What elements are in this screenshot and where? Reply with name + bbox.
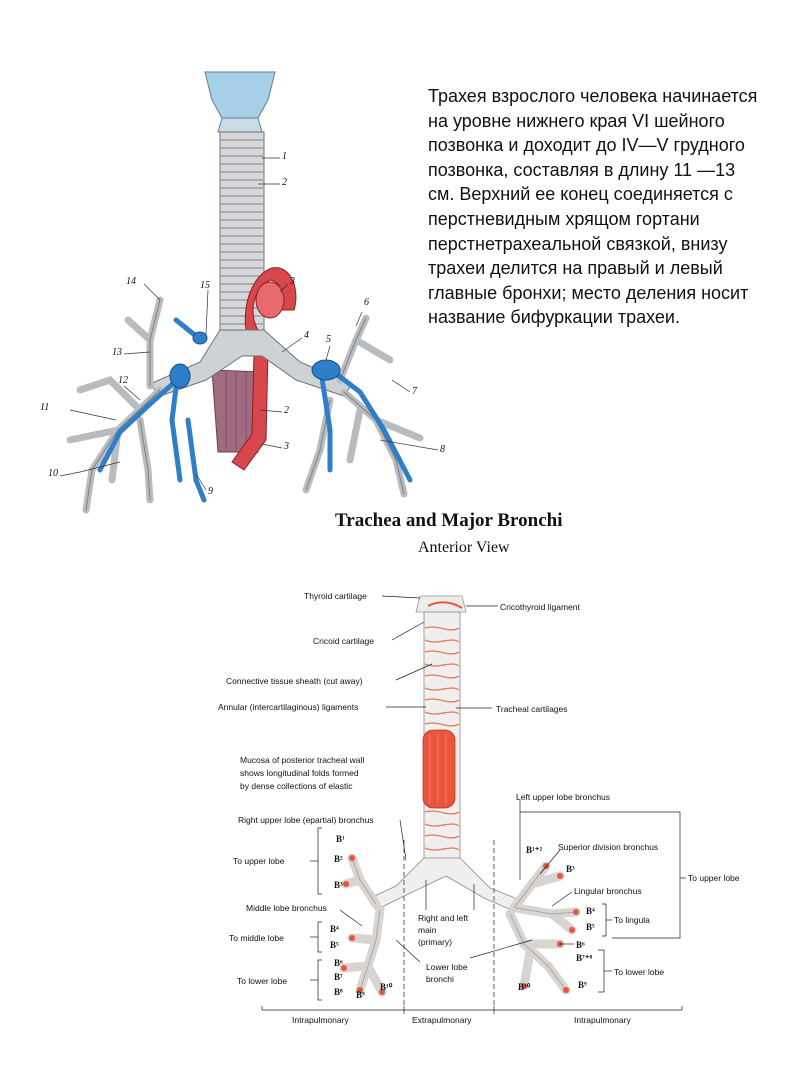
fig1-number-3b: 3 — [284, 441, 289, 452]
segment-r-b10: B¹⁰ — [380, 982, 393, 992]
segment-l-b6: B⁶ — [576, 940, 585, 950]
label-main-bronchi-2: main — [418, 925, 437, 935]
label-left-upper-lobe-bronchus: Left upper lobe bronchus — [516, 792, 611, 802]
fig1-number-3: 3 — [290, 276, 295, 287]
fig1-number-13: 13 — [112, 347, 122, 358]
figure-title: Trachea and Major Bronchi — [335, 510, 563, 531]
fig1-number-10: 10 — [48, 468, 58, 479]
label-superior-division-bronchus: Superior division bronchus — [558, 842, 659, 852]
segment-l-b10: B¹⁰ — [518, 982, 531, 992]
segment-l-b1-2: B¹⁺² — [526, 845, 543, 855]
fig1-number-6: 6 — [364, 297, 369, 308]
segment-l-b9: B⁹ — [578, 980, 587, 990]
fig1-number-14: 14 — [126, 276, 136, 287]
label-mucosa-2: shows longitudinal folds formed — [240, 768, 359, 778]
label-main-bronchi-3: (primary) — [418, 937, 452, 947]
label-tracheal-cartilages: Tracheal cartilages — [496, 704, 568, 714]
fig1-number-4: 4 — [304, 330, 309, 341]
label-middle-lobe-bronchus: Middle lobe bronchus — [246, 903, 327, 913]
label-to-upper-lobe-left: To upper lobe — [688, 873, 740, 883]
segment-l-b5: B⁵ — [586, 922, 595, 932]
segment-l-b7-8: B⁷⁺⁸ — [576, 953, 593, 963]
label-connective-sheath: Connective tissue sheath (cut away) — [226, 676, 363, 686]
label-mucosa-3: by dense collections of elastic — [240, 781, 353, 791]
label-cricothyroid-ligament: Cricothyroid ligament — [500, 602, 580, 612]
label-lower-lobe-bronchi-2: bronchi — [426, 974, 454, 984]
fig1-number-11: 11 — [40, 402, 50, 413]
trachea-description: Трахея взрослого человека начинается на … — [428, 86, 758, 328]
label-to-middle-lobe: To middle lobe — [229, 933, 284, 943]
label-to-lower-lobe-right: To lower lobe — [237, 976, 288, 986]
fig1-number-5: 5 — [326, 334, 331, 345]
segment-r-b5: B⁵ — [330, 940, 339, 950]
label-to-upper-lobe-right: To upper lobe — [233, 856, 285, 866]
fig1-number-15: 15 — [200, 280, 210, 291]
label-intrapulmonary-left: Intrapulmonary — [574, 1015, 631, 1025]
label-to-lower-lobe-left: To lower lobe — [614, 967, 665, 977]
segment-l-b3: B³ — [566, 864, 575, 874]
segment-r-b7: B⁷ — [334, 972, 343, 982]
fig1-number-1: 1 — [282, 151, 287, 162]
fig1-number-9: 9 — [208, 486, 213, 497]
segment-r-b6: B⁶ — [334, 958, 343, 968]
fig1-number-12: 12 — [118, 375, 128, 386]
label-lower-lobe-bronchi-1: Lower lobe — [426, 962, 468, 972]
segment-r-b9: B⁹ — [356, 990, 365, 1000]
label-intrapulmonary-right: Intrapulmonary — [292, 1015, 349, 1025]
figure-subtitle: Anterior View — [418, 539, 510, 556]
label-main-bronchi-1: Right and left — [418, 913, 469, 923]
label-to-lingula: To lingula — [614, 915, 650, 925]
segment-r-b4: B⁴ — [330, 924, 339, 934]
segment-r-b8: B⁸ — [334, 987, 343, 997]
fig1-number-2b: 2 — [284, 405, 289, 416]
label-right-upper-lobe-bronchus: Right upper lobe (epartial) bronchus — [238, 815, 374, 825]
segment-l-b4: B⁴ — [586, 906, 595, 916]
label-thyroid-cartilage: Thyroid cartilage — [304, 591, 367, 601]
label-lingular-bronchus: Lingular bronchus — [574, 886, 642, 896]
fig1-number-7: 7 — [412, 386, 417, 397]
label-mucosa-1: Mucosa of posterior tracheal wall — [240, 755, 365, 765]
fig1-number-8: 8 — [440, 444, 445, 455]
label-extrapulmonary: Extrapulmonary — [412, 1015, 472, 1025]
segment-r-b1: B¹ — [336, 834, 345, 844]
label-annular-ligaments: Annular (intercartilaginous) ligaments — [218, 702, 359, 712]
label-cricoid-cartilage: Cricoid cartilage — [313, 636, 374, 646]
segment-r-b2: B² — [334, 854, 343, 864]
segment-r-b3: B³ — [334, 880, 343, 890]
fig1-number-2: 2 — [282, 177, 287, 188]
